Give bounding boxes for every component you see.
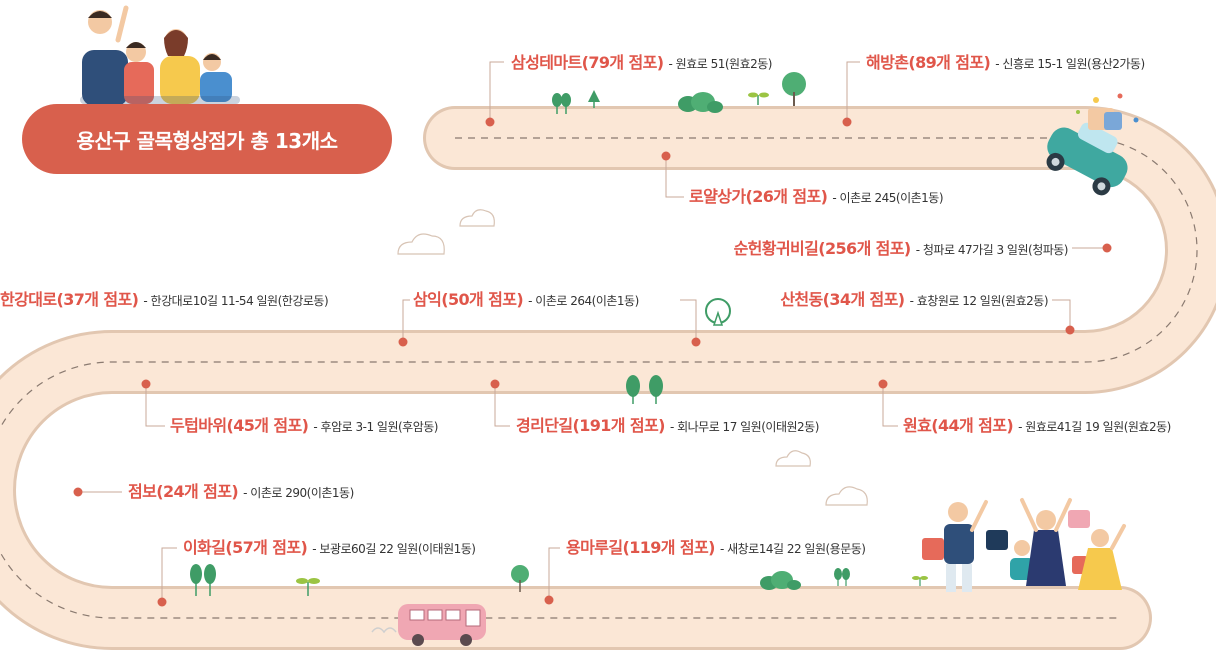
bush-icon — [760, 571, 801, 590]
cloud-icon — [825, 486, 868, 506]
market-name: 삼익(50개 점포) — [413, 290, 524, 309]
market-name: 경리단길(191개 점포) — [516, 416, 665, 435]
family-illustration — [80, 5, 240, 106]
market-name: 한강대로(37개 점포) — [0, 290, 139, 309]
market-label-hangang: 한강대로(37개 점포) - 한강대로10길 11-54 일원(한강로동) — [0, 290, 329, 309]
marker-samsung — [485, 117, 495, 127]
sprout-icon — [296, 578, 320, 596]
market-name: 로얄상가(26개 점포) — [689, 187, 828, 206]
market-label-wonhyo: 원효(44개 점포) - 원효로41길 19 일원(원효2동) — [903, 418, 1171, 434]
market-name: 원효(44개 점포) — [903, 416, 1014, 435]
marker-royal — [661, 151, 671, 161]
market-label-yongmaru: 용마루길(119개 점포) - 새창로14길 22 일원(용문동) — [566, 538, 866, 557]
marker-hangang — [398, 337, 408, 347]
market-address: - 이촌로 290(이촌1동) — [243, 486, 354, 500]
market-name: 산천동(34개 점포) — [780, 290, 905, 309]
marker-yongmaru — [544, 595, 554, 605]
market-address: - 원효로 51(원효2동) — [668, 57, 773, 71]
tree-icon — [705, 298, 731, 326]
market-label-royal: 로얄상가(26개 점포) - 이촌로 245(이촌1동) — [689, 187, 944, 206]
market-label-duteop: 두텁바위(45개 점포) - 후암로 3-1 일원(후암동) — [170, 418, 438, 434]
market-label-jeombo: 점보(24개 점포) - 이촌로 290(이촌1동) — [128, 484, 354, 500]
market-name: 순헌황귀비길(256개 점포) — [733, 239, 912, 258]
market-label-sancheon: 산천동(34개 점포) - 효창원로 12 일원(원효2동) — [780, 292, 1048, 308]
market-name: 해방촌(89개 점포) — [866, 53, 991, 72]
marker-sancheon — [1065, 325, 1075, 335]
cloud-icon — [459, 209, 495, 227]
market-address: - 효창원로 12 일원(원효2동) — [909, 294, 1049, 308]
market-label-gyeongri: 경리단길(191개 점포) - 회나무로 17 일원(이태원2동) — [516, 418, 819, 434]
market-label-samsung: 삼성테마트(79개 점포) - 원효로 51(원효2동) — [511, 55, 772, 71]
road — [0, 106, 1216, 650]
tree-icon — [190, 564, 216, 596]
tree-icon — [552, 90, 600, 114]
market-address: - 이촌로 264(이촌1동) — [528, 294, 639, 308]
market-address: - 청파로 47가길 3 일원(청파동) — [915, 243, 1069, 257]
bus-icon — [371, 604, 486, 646]
marker-duteop — [141, 379, 151, 389]
marker-jeombo — [73, 487, 83, 497]
market-address: - 후암로 3-1 일원(후암동) — [313, 420, 438, 434]
market-label-haebang: 해방촌(89개 점포) - 신흥로 15-1 일원(용산2가동) — [866, 55, 1145, 71]
market-address: - 새창로14길 22 일원(용문동) — [719, 542, 866, 556]
cloud-icon — [775, 450, 811, 467]
page-title: 용산구 골목형상점가 총 13개소 — [76, 128, 338, 153]
sprout-icon — [748, 92, 769, 105]
bush-icon — [678, 92, 723, 113]
market-name: 두텁바위(45개 점포) — [170, 416, 309, 435]
market-address: - 한강대로10길 11-54 일원(한강로동) — [143, 294, 329, 308]
cloud-icon — [397, 233, 445, 255]
marker-gyeongri — [490, 379, 500, 389]
market-name: 점보(24개 점포) — [128, 482, 239, 501]
tree-icon — [782, 72, 806, 106]
trees — [190, 72, 928, 596]
marker-sunhyeon — [1102, 243, 1112, 253]
tree-icon — [626, 375, 663, 404]
markers — [73, 117, 1112, 607]
market-address: - 이촌로 245(이촌1동) — [832, 191, 944, 205]
market-address: - 원효로41길 19 일원(원효2동) — [1018, 420, 1171, 434]
title-badge: 용산구 골목형상점가 총 13개소 — [22, 104, 392, 174]
marker-haebang — [842, 117, 852, 127]
marker-ihwa — [157, 597, 167, 607]
market-address: - 회나무로 17 일원(이태원2동) — [669, 420, 819, 434]
market-address: - 보광로60길 22 일원(이태원1동) — [312, 542, 476, 556]
market-label-ihwa: 이화길(57개 점포) - 보광로60길 22 일원(이태원1동) — [183, 540, 476, 556]
leader-lines — [78, 61, 1107, 602]
road-center-line — [0, 137, 1198, 619]
tree-icon — [834, 568, 850, 586]
market-label-sunhyeon: 순헌황귀비길(256개 점포) - 청파로 47가길 3 일원(청파동) — [733, 239, 1069, 258]
people-celebrating-illustration — [922, 498, 1126, 592]
marker-samik — [691, 337, 701, 347]
market-label-samik: 삼익(50개 점포) - 이촌로 264(이촌1동) — [413, 292, 639, 308]
marker-wonhyo — [878, 379, 888, 389]
car-icon — [1046, 93, 1139, 196]
market-name: 삼성테마트(79개 점포) — [511, 53, 664, 72]
sprout-icon — [912, 576, 928, 586]
tree-icon — [511, 565, 529, 592]
market-address: - 신흥로 15-1 일원(용산2가동) — [995, 57, 1145, 71]
clouds — [397, 209, 868, 506]
market-name: 용마루길(119개 점포) — [566, 538, 715, 557]
market-name: 이화길(57개 점포) — [183, 538, 308, 557]
